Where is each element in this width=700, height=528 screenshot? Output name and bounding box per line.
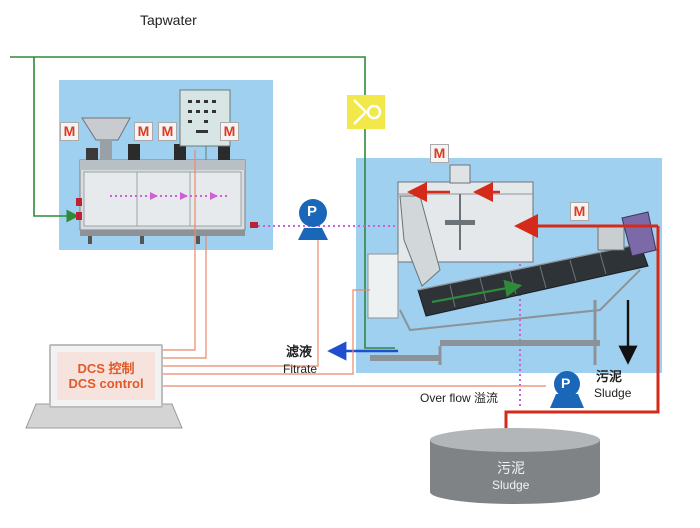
- polymer-pump: [298, 199, 328, 240]
- motor-icon-tank: M: [430, 144, 449, 163]
- motor-icon-2: M: [158, 122, 177, 141]
- sludge-tank: [430, 428, 600, 504]
- motor-icon-screw: M: [570, 202, 589, 221]
- motor-icon-3: M: [220, 122, 239, 141]
- inlet-valve: [347, 95, 385, 129]
- screw-press-machine: [367, 164, 657, 365]
- tapwater-label: Tapwater: [140, 12, 197, 28]
- dcs-display: DCS 控制 DCS control: [57, 352, 155, 400]
- dcs-label-en: DCS control: [68, 376, 144, 391]
- filtrate-label-en: Fitrate: [283, 362, 318, 376]
- tapwater-pipe: [10, 56, 395, 349]
- dcs-signal-lines: [160, 150, 546, 387]
- flocculant-dosing-unit: [76, 89, 258, 244]
- polymer-pump-label: P: [307, 203, 318, 220]
- sludge-line: [504, 214, 660, 440]
- sludge-tank-label-cn: 污泥: [497, 460, 525, 476]
- motor-icon-1: M: [134, 122, 153, 141]
- overflow-label: Over flow 溢流: [420, 391, 499, 405]
- sludge-label-en: Sludge: [594, 386, 632, 400]
- filtrate-label-cn: 滤液: [286, 344, 313, 359]
- motor-icon-hopper: M: [60, 122, 79, 141]
- sludge-pump-label: P: [561, 375, 571, 391]
- dcs-label-cn: DCS 控制: [77, 361, 135, 376]
- sludge-pump: [550, 371, 584, 408]
- sludge-label-cn: 污泥: [596, 369, 623, 384]
- dcs-laptop-screen: DCS 控制 DCS control: [49, 344, 163, 408]
- sludge-tank-label-en: Sludge: [492, 478, 530, 492]
